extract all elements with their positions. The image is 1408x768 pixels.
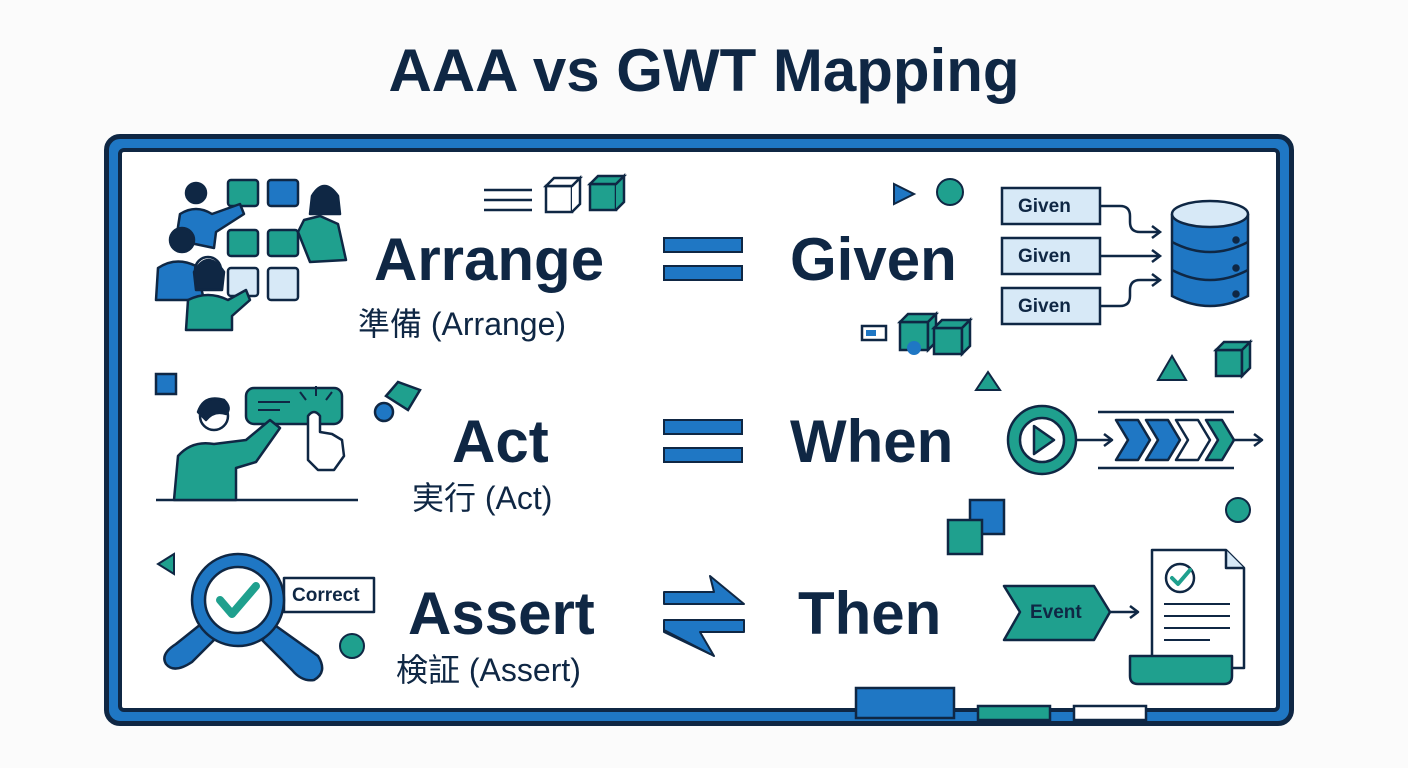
person-pressing-button-icon [156, 386, 358, 502]
triangle-icon [1156, 354, 1188, 381]
given-tag-label: Given [1018, 296, 1071, 317]
assert-term: Assert [408, 580, 595, 647]
circle-icon [936, 178, 964, 206]
event-label: Event [1030, 602, 1082, 623]
square-icon [154, 372, 178, 396]
act-term: Act [452, 408, 549, 475]
bottom-blocks [854, 686, 1148, 722]
given-tag-label: Given [1018, 196, 1071, 217]
assert-subtitle: 検証 (Assert) [396, 652, 581, 688]
given-term: Given [790, 226, 957, 293]
event-to-document-icon [1002, 548, 1246, 686]
cubes-icon [860, 310, 974, 358]
when-term: When [790, 408, 954, 475]
correct-label: Correct [292, 585, 360, 606]
team-arranging-icon [154, 178, 348, 332]
given-tag-label: Given [1018, 246, 1071, 267]
arrange-term: Arrange [374, 226, 605, 293]
equals-sign-2 [663, 419, 743, 463]
exchange-arrows-icon [663, 575, 745, 657]
triangle-icon [974, 370, 1002, 391]
triangle-icon [156, 552, 175, 576]
circle-icon [339, 633, 365, 659]
equals-sign-1 [663, 237, 743, 281]
given-tags-group [1000, 186, 1163, 326]
play-pipeline-icon [1006, 404, 1264, 476]
then-term: Then [798, 580, 942, 647]
page-title: AAA vs GWT Mapping [388, 37, 1020, 104]
magnifier-check-icon [163, 552, 376, 682]
circle-icon [1225, 497, 1251, 523]
triangle-icon [893, 182, 917, 206]
database-icon [1170, 199, 1250, 308]
arrange-subtitle: 準備 (Arrange) [358, 306, 567, 342]
act-subtitle: 実行 (Act) [412, 480, 553, 516]
overlapping-squares-icon [946, 498, 1006, 556]
cube-icon [1212, 338, 1254, 380]
tag-icon [373, 380, 422, 423]
list-cubes-icon [484, 172, 628, 214]
